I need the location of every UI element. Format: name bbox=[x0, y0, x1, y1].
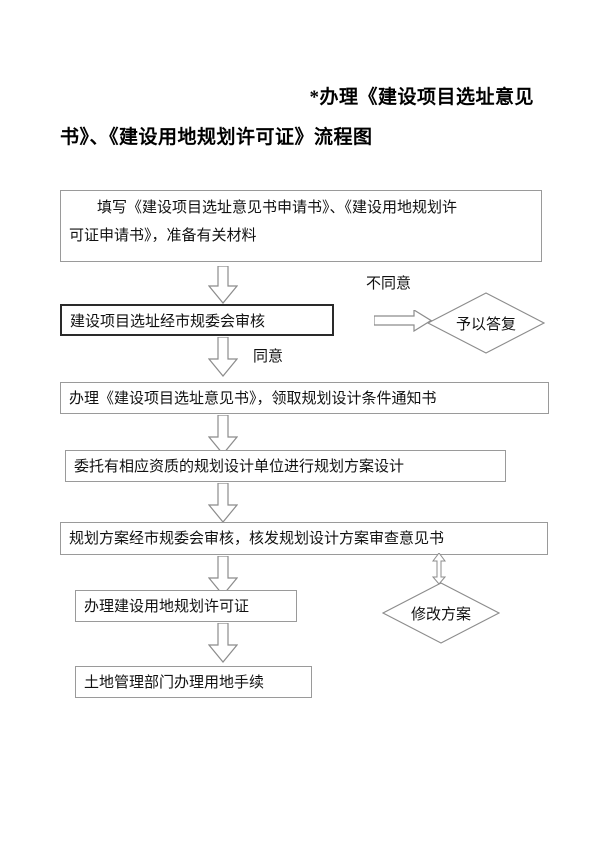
flow-step-2-text: 建设项目选址经市规委会审核 bbox=[70, 314, 266, 330]
flow-step-5-text: 规划方案经市规委会审核，核发规划设计方案审查意见书 bbox=[69, 531, 445, 547]
flow-step-4-box[interactable]: 委托有相应资质的规划设计单位进行规划方案设计 bbox=[65, 450, 506, 482]
edge-label-disagree: 不同意 bbox=[366, 276, 412, 292]
flow-decision-2[interactable]: 修改方案 bbox=[382, 582, 500, 644]
down-arrow-step1-to-step2 bbox=[208, 266, 238, 304]
flow-step-2-box[interactable]: 建设项目选址经市规委会审核 bbox=[60, 304, 334, 336]
flow-step-6-text: 办理建设用地规划许可证 bbox=[84, 599, 250, 615]
down-arrow-step4-to-step5 bbox=[208, 483, 238, 523]
flow-step-6-box[interactable]: 办理建设用地规划许可证 bbox=[75, 590, 297, 622]
page-title: *办理《建设项目选址意见 书》、《建设用地规划许可证》流程图 bbox=[60, 78, 540, 158]
page-title-line-2: 书》、《建设用地规划许可证》流程图 bbox=[60, 127, 373, 148]
down-arrow-step6-to-step7 bbox=[208, 623, 238, 663]
flow-decision-2-label: 修改方案 bbox=[410, 606, 471, 623]
flow-step-7-box[interactable]: 土地管理部门办理用地手续 bbox=[75, 666, 312, 698]
flow-step-3-box[interactable]: 办理《建设项目选址意见书》，领取规划设计条件通知书 bbox=[60, 382, 549, 414]
edge-label-agree: 同意 bbox=[253, 349, 284, 365]
down-arrow-step2-to-step3 bbox=[208, 337, 238, 377]
flow-step-1-text-line-2: 可证申请书》，准备有关材料 bbox=[69, 228, 257, 244]
flow-decision-1-label: 予以答复 bbox=[455, 316, 516, 333]
down-arrow-step3-to-step4 bbox=[208, 415, 238, 455]
up-arrow-decision2-to-step5 bbox=[432, 553, 446, 585]
flow-step-5-box[interactable]: 规划方案经市规委会审核，核发规划设计方案审查意见书 bbox=[60, 522, 548, 555]
flow-step-4-text: 委托有相应资质的规划设计单位进行规划方案设计 bbox=[74, 459, 405, 475]
flow-step-1-box[interactable]: 填写《建设项目选址意见书申请书》、《建设用地规划许 可证申请书》，准备有关材料 bbox=[60, 190, 542, 262]
page-title-line-1: *办理《建设项目选址意见 bbox=[309, 87, 534, 108]
right-arrow-to-decision-1 bbox=[374, 310, 432, 332]
flow-decision-1[interactable]: 予以答复 bbox=[427, 292, 545, 354]
flow-step-1-text-line-1: 填写《建设项目选址意见书申请书》、《建设用地规划许 bbox=[97, 200, 458, 216]
flow-step-7-text: 土地管理部门办理用地手续 bbox=[84, 675, 265, 691]
down-arrow-step5-to-step6 bbox=[208, 556, 238, 596]
flow-step-3-text: 办理《建设项目选址意见书》，领取规划设计条件通知书 bbox=[69, 391, 437, 407]
